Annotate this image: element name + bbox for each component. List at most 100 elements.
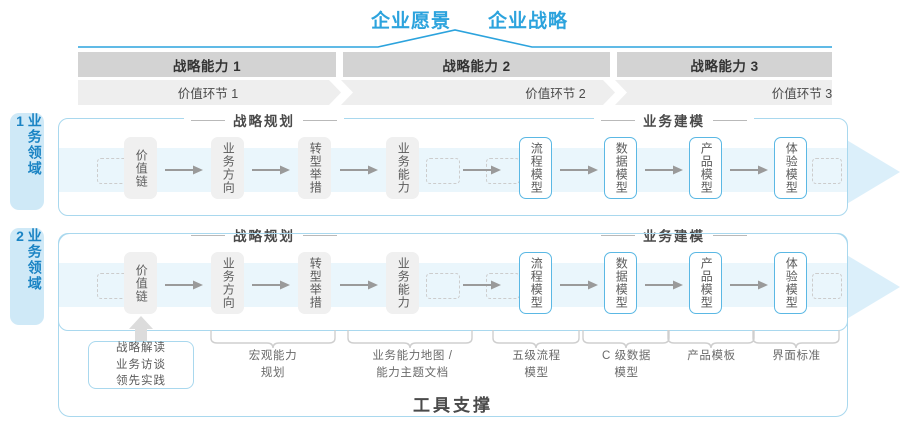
row-1-node-data-model[interactable]: 数据模型 <box>604 137 637 199</box>
row-2-section-strategy-planning: 战略规划 <box>184 225 344 245</box>
row-2-node-experience-model-label: 体验模型 <box>784 257 799 309</box>
tool-bracket-2-icon <box>347 330 473 349</box>
row-2-node-process-model[interactable]: 流程模型 <box>519 252 552 314</box>
row-2-arrow-7-icon <box>730 280 768 290</box>
row-2-arrow-4-icon <box>463 280 501 290</box>
tool-item-c-level-data-label: C 级数据 模型 <box>602 350 651 379</box>
row-2-node-business-capability[interactable]: 业务能力 <box>386 252 419 314</box>
row-1-arrow-7-icon <box>730 165 768 175</box>
tool-bracket-1-icon <box>210 330 336 349</box>
tool-item-product-template-label: 产品模板 <box>687 350 736 362</box>
row-1-node-process-model-label: 流程模型 <box>529 142 544 194</box>
row-2-node-process-model-label: 流程模型 <box>529 257 544 309</box>
tool-item-macro-capability: 宏观能力 规划 <box>213 348 333 381</box>
tool-link-up-arrow-icon <box>129 316 153 342</box>
row-1-arrow-4-icon <box>463 165 501 175</box>
value-link-band-bg <box>78 80 832 105</box>
tool-item-capability-map: 业务能力地图 / 能力主题文档 <box>345 348 480 381</box>
row-1-arrow-1-icon <box>165 165 203 175</box>
enterprise-strategy-title: 企业战略 <box>488 11 569 32</box>
tool-item-five-level-process-label: 五级流程 模型 <box>512 350 561 379</box>
row-1-arrow-3-icon <box>340 165 378 175</box>
tool-support-title: 工具支撑 <box>413 396 493 415</box>
row-1-node-experience-model[interactable]: 体验模型 <box>774 137 807 199</box>
row-1-section-strategy-planning: 战略规划 <box>184 110 344 130</box>
capability-band-3: 战略能力 3 <box>617 52 832 77</box>
tool-bracket-6-icon <box>752 330 840 349</box>
value-link-1: 价值环节 1 <box>177 87 239 101</box>
sec-line-right <box>303 234 337 236</box>
sidebar-item-domain-1[interactable]: 业务领域 1 <box>10 113 44 210</box>
row-2-arrow-1-icon <box>165 280 203 290</box>
row-2-arrow-5-icon <box>560 280 598 290</box>
row-2-arrow-6-icon <box>645 280 683 290</box>
row-2-arrow-2-icon <box>252 280 290 290</box>
capability-band-2: 战略能力 2 <box>343 52 610 77</box>
tool-item-product-template: 产品模板 <box>664 348 759 365</box>
sidebar-item-domain-2[interactable]: 业务领域 2 <box>10 228 44 325</box>
sidebar-item-domain-1-label: 业务领域 1 <box>12 113 43 177</box>
row-1-node-business-direction[interactable]: 业务方向 <box>211 137 244 199</box>
row-1-placeholder-2 <box>426 158 460 184</box>
row-1-section-strategy-planning-label: 战略规划 <box>233 114 295 129</box>
row-2-section-business-modeling: 业务建模 <box>594 225 754 245</box>
tool-bracket-3-icon <box>492 330 580 349</box>
tool-bracket-4-icon <box>582 330 670 349</box>
row-1-arrow-5-icon <box>560 165 598 175</box>
row-2-node-data-model[interactable]: 数据模型 <box>604 252 637 314</box>
tool-item-capability-map-label: 业务能力地图 / 能力主题文档 <box>372 350 453 379</box>
row-2-section-strategy-planning-label: 战略规划 <box>233 229 295 244</box>
tool-item-macro-capability-label: 宏观能力 规划 <box>248 350 298 379</box>
row-2-node-value-chain[interactable]: 价值链 <box>124 252 157 314</box>
row-1-node-business-capability-label: 业务能力 <box>396 142 411 194</box>
sec-line-left <box>191 119 225 121</box>
row-1-node-transformation-measures[interactable]: 转型举措 <box>298 137 331 199</box>
tool-support-container <box>58 233 848 417</box>
row-1-placeholder-4 <box>812 158 842 184</box>
vision-strategy-connector <box>78 29 832 48</box>
sec-line-right <box>303 119 337 121</box>
row-2-node-experience-model[interactable]: 体验模型 <box>774 252 807 314</box>
row-2-node-transformation-measures-label: 转型举措 <box>308 257 323 309</box>
row-1-node-value-chain[interactable]: 价值链 <box>124 137 157 199</box>
tool-primary-box[interactable]: 战略解读 业务访谈 领先实践 <box>88 341 194 389</box>
row-1-arrow-2-icon <box>252 165 290 175</box>
row-2-placeholder-4 <box>812 273 842 299</box>
row-1-node-experience-model-label: 体验模型 <box>784 142 799 194</box>
value-link-3: 价值环节 3 <box>771 87 833 101</box>
capability-band-1: 战略能力 1 <box>78 52 336 77</box>
row-1-node-process-model[interactable]: 流程模型 <box>519 137 552 199</box>
row-2-node-value-chain-label: 价值链 <box>134 263 149 303</box>
tool-item-c-level-data: C 级数据 模型 <box>579 348 674 381</box>
row-1-node-business-direction-label: 业务方向 <box>221 142 236 194</box>
sec-line-right <box>713 119 747 121</box>
row-2-section-business-modeling-label: 业务建模 <box>643 229 705 244</box>
chevron-divider-2-icon <box>603 80 627 105</box>
row-2-node-business-direction[interactable]: 业务方向 <box>211 252 244 314</box>
value-link-band: 价值环节 1 价值环节 2 价值环节 3 <box>78 80 910 105</box>
row-1-node-product-model[interactable]: 产品模型 <box>689 137 722 199</box>
row-1-node-business-capability[interactable]: 业务能力 <box>386 137 419 199</box>
chevron-end-icon <box>883 80 910 105</box>
sec-line-left <box>601 119 635 121</box>
row-2-node-product-model-label: 产品模型 <box>699 257 714 309</box>
row-2-node-business-direction-label: 业务方向 <box>221 257 236 309</box>
row-2-placeholder-2 <box>426 273 460 299</box>
row-1-section-business-modeling: 业务建模 <box>594 110 754 130</box>
row-1-section-business-modeling-label: 业务建模 <box>643 114 705 129</box>
sidebar-item-domain-2-label: 业务领域 2 <box>12 228 43 292</box>
tool-bracket-5-icon <box>667 330 755 349</box>
tool-item-ui-standard: 界面标准 <box>749 348 844 365</box>
sec-line-left <box>601 234 635 236</box>
row-2-node-product-model[interactable]: 产品模型 <box>689 252 722 314</box>
tool-primary-label: 战略解读 业务访谈 领先实践 <box>116 342 166 388</box>
row-1-node-data-model-label: 数据模型 <box>614 142 629 194</box>
chevron-divider-1-icon <box>329 80 353 105</box>
row-2-node-transformation-measures[interactable]: 转型举措 <box>298 252 331 314</box>
row-1-arrow-6-icon <box>645 165 683 175</box>
row-1-node-transformation-measures-label: 转型举措 <box>308 142 323 194</box>
sec-line-right <box>713 234 747 236</box>
